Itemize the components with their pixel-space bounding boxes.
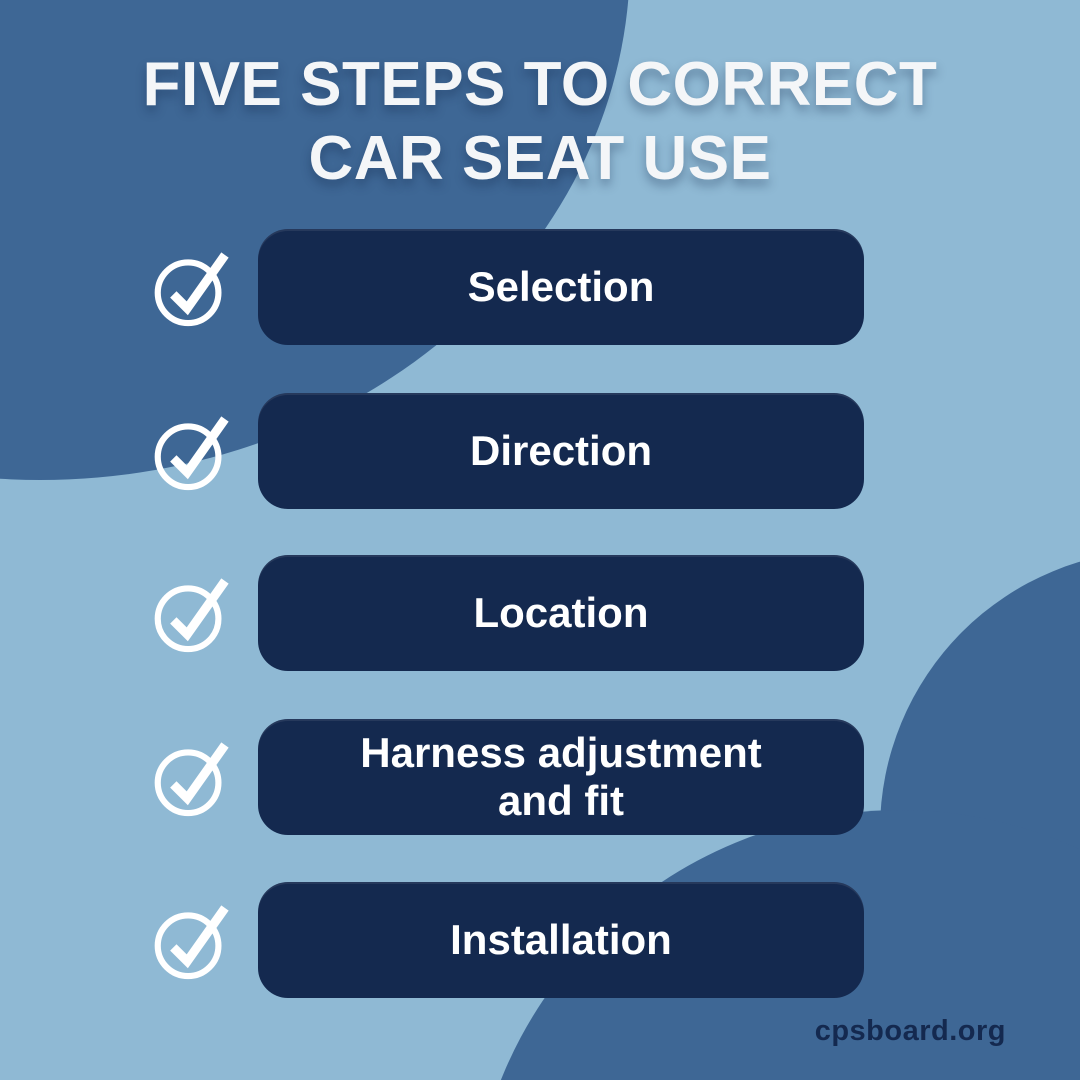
step-pill: Direction [258, 393, 864, 509]
step-row: Direction [152, 393, 864, 509]
step-row: Harness adjustment and fit [152, 719, 864, 835]
title-line-2: CAR SEAT USE [308, 124, 772, 194]
step-label: Selection [467, 262, 655, 310]
page-title: FIVE STEPS TO CORRECT CAR SEAT USE [0, 48, 1080, 197]
check-circle-icon [152, 246, 234, 328]
check-circle-icon [152, 899, 234, 981]
step-row: Location [152, 555, 864, 671]
check-circle-icon [152, 410, 234, 492]
check-circle-icon [152, 736, 234, 818]
step-pill: Selection [258, 229, 864, 345]
step-row: Selection [152, 229, 864, 345]
step-pill: Installation [258, 882, 864, 998]
step-label: Location [473, 588, 649, 636]
footer-site: cpsboard.org [814, 1015, 1006, 1047]
step-row: Installation [152, 882, 864, 998]
step-label: Installation [450, 915, 672, 963]
title-line-1: FIVE STEPS TO CORRECT [142, 50, 938, 119]
step-pill: Location [258, 555, 864, 671]
step-pill: Harness adjustment and fit [258, 719, 864, 835]
step-label: Direction [469, 426, 653, 474]
step-label: Harness adjustment and fit [360, 728, 762, 824]
check-circle-icon [152, 572, 234, 654]
